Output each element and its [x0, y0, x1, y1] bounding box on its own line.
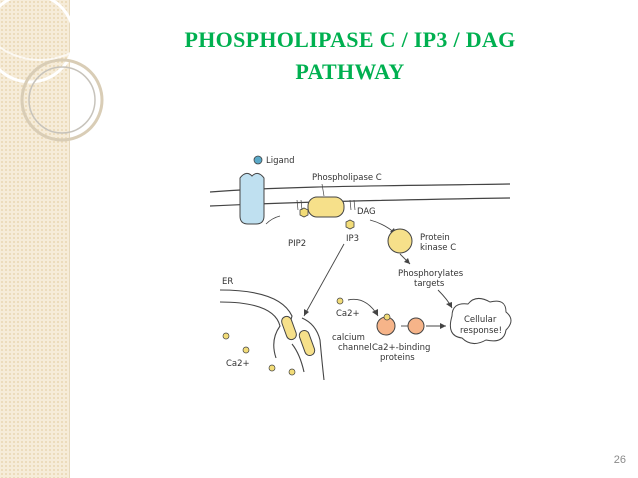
receptor-arrow	[265, 215, 281, 225]
ca-ion-er-1	[222, 332, 230, 340]
label-er: ER	[222, 277, 233, 287]
label-response-line1: Cellular	[464, 315, 497, 325]
label-ca-binding-line2: proteins	[380, 353, 415, 363]
cellular-response-cloud-icon	[449, 298, 512, 344]
label-phosphorylates-line1: Phosphorylates	[398, 269, 464, 279]
ring-middle-inner	[28, 66, 96, 134]
label-pip2: PIP2	[288, 239, 306, 249]
er-membrane-lower	[219, 301, 281, 359]
ring-large	[0, 0, 110, 61]
label-pkc-line1: Protein	[420, 233, 450, 243]
label-pkc-line2: kinase C	[420, 243, 456, 253]
ca-ion-er-3	[268, 364, 276, 372]
receptor-icon	[239, 172, 265, 225]
label-ip3: IP3	[346, 234, 359, 244]
page-number: 26	[613, 454, 626, 466]
label-calcium-line2: channel	[338, 343, 372, 353]
pip2-tail	[296, 199, 303, 211]
ca-ion-er-2	[242, 346, 250, 354]
ca-ion-er-4	[288, 368, 296, 376]
plc-pointer	[321, 183, 325, 197]
arrowhead-pkc	[404, 258, 410, 264]
calcium-channel-right-icon	[298, 329, 316, 357]
er-membrane-right	[301, 317, 325, 381]
label-response-line2: response!	[460, 326, 502, 336]
label-dag: DAG	[357, 207, 376, 217]
ring-middle-outer	[20, 58, 104, 142]
label-calcium-line1: calcium	[332, 333, 365, 343]
slide-title: PHOSPHOLIPASE C / IP3 / DAG PATHWAY	[130, 24, 570, 88]
ring-top	[0, 0, 76, 84]
phospholipase-c-icon	[307, 196, 345, 218]
decorative-rings	[0, 0, 110, 142]
bound-ca-ion	[383, 313, 391, 321]
er-membrane-upper	[219, 289, 293, 331]
arrowhead-binding	[440, 323, 446, 329]
ip3-molecule-icon	[345, 219, 355, 230]
ca-ion-icon	[336, 297, 344, 305]
label-ca-binding-line1: Ca2+-binding	[372, 343, 430, 353]
protein-kinase-c-icon	[387, 228, 413, 254]
label-ligand: Ligand	[266, 156, 294, 166]
arrow-ip3-to-channel	[303, 243, 345, 317]
plc-pathway-diagram: Ligand Phospholipase C DAG PIP2 IP3 Prot…	[209, 155, 512, 381]
arrowhead-ca	[372, 309, 378, 316]
label-phosphorylates-line2: targets	[414, 279, 445, 289]
title-line-1: PHOSPHOLIPASE C / IP3 / DAG	[184, 27, 516, 52]
label-phospholipase-c: Phospholipase C	[312, 173, 382, 183]
pip2-molecule-icon	[299, 207, 309, 218]
er-membrane-inner	[291, 343, 305, 373]
dag-tail	[349, 199, 356, 211]
decorative-side-band	[0, 0, 70, 478]
arrowhead-phosphorylates	[446, 302, 452, 308]
side-band-edge	[69, 0, 70, 478]
ligand-icon	[253, 155, 263, 165]
title-line-2: PATHWAY	[295, 59, 405, 84]
arrowhead-ip3	[304, 309, 309, 316]
label-ca-er: Ca2+	[226, 359, 250, 369]
ca-binding-protein-2-icon	[407, 317, 425, 335]
label-ca-cytosol: Ca2+	[336, 309, 360, 319]
calcium-channel-left-icon	[281, 315, 297, 341]
